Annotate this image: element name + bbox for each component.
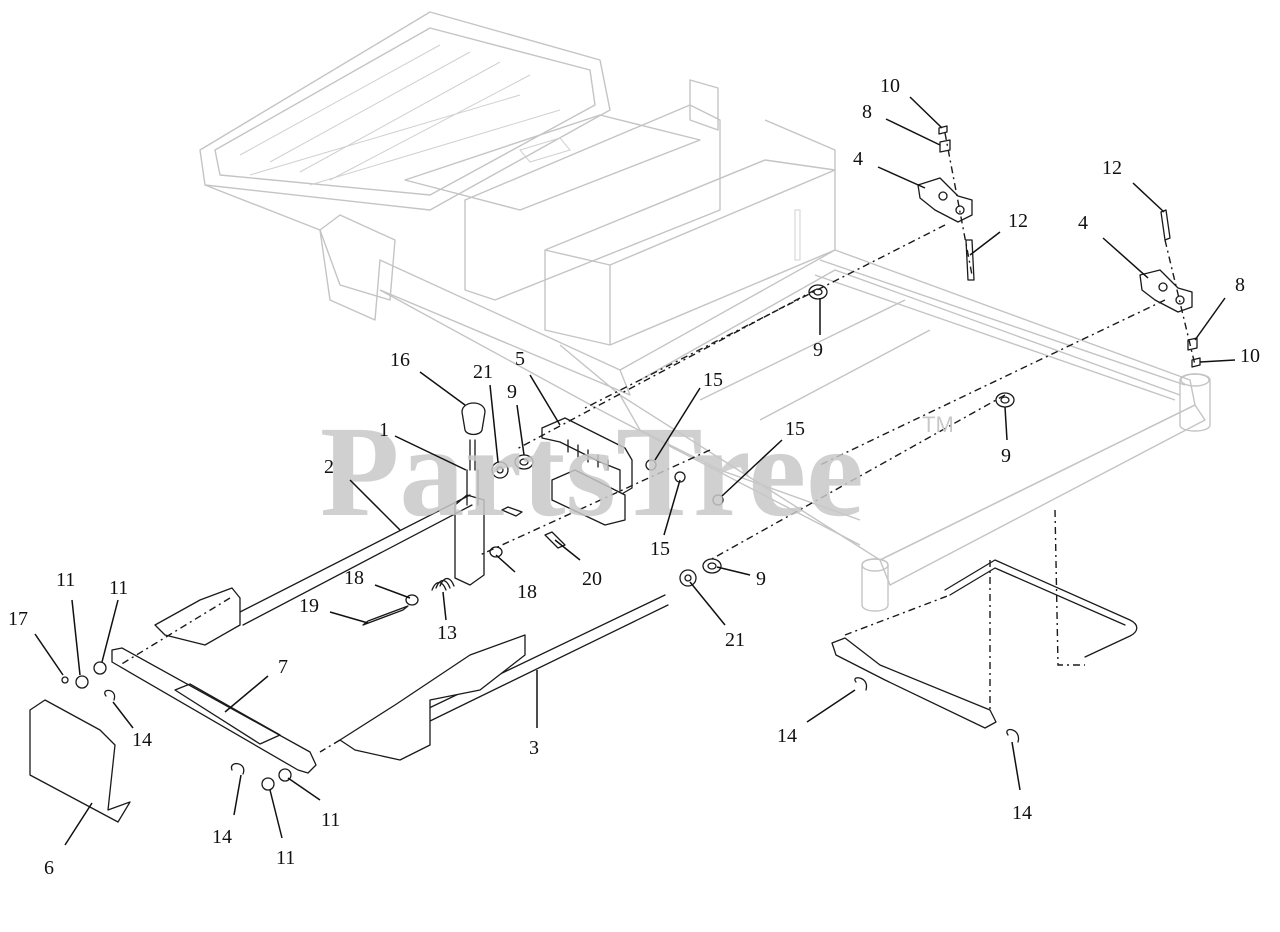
callout-8-right: 8 bbox=[1235, 274, 1245, 296]
callout-9-d: 9 bbox=[756, 568, 766, 590]
callout-11-c: 11 bbox=[321, 809, 340, 831]
callout-4-right: 4 bbox=[1078, 212, 1088, 234]
callout-14-c: 14 bbox=[1012, 802, 1032, 824]
watermark-trademark: TM bbox=[922, 412, 954, 437]
parts-layer bbox=[29, 125, 1201, 823]
assembly-dash-lines bbox=[119, 132, 1196, 753]
callout-9-c: 9 bbox=[507, 381, 517, 403]
callout-15-c: 15 bbox=[650, 538, 670, 560]
callout-14-d: 14 bbox=[212, 826, 232, 848]
callout-16: 16 bbox=[390, 349, 410, 371]
callout-4-upper: 4 bbox=[853, 148, 863, 170]
callout-13: 13 bbox=[437, 622, 457, 644]
callout-12-right: 12 bbox=[1102, 157, 1122, 179]
callout-15-a: 15 bbox=[703, 369, 723, 391]
callout-7: 7 bbox=[278, 656, 288, 678]
tracking-bracket bbox=[339, 634, 526, 761]
callout-1: 1 bbox=[379, 419, 389, 441]
callout-10-right: 10 bbox=[1240, 345, 1260, 367]
callout-19: 19 bbox=[299, 595, 319, 617]
leader-lines bbox=[34, 96, 1236, 846]
callout-11-d: 11 bbox=[276, 847, 295, 869]
callout-labels: 10 8 4 12 12 4 8 10 9 9 16 21 9 5 15 15 … bbox=[8, 75, 1260, 879]
callout-14-b: 14 bbox=[777, 725, 797, 747]
side-cover bbox=[29, 699, 131, 823]
callout-5: 5 bbox=[515, 348, 525, 370]
callout-18-left: 18 bbox=[344, 567, 364, 589]
park-brake-arm bbox=[831, 637, 997, 729]
mower-frame-assembly bbox=[199, 11, 1211, 612]
callout-9-b: 9 bbox=[1001, 445, 1011, 467]
callout-2: 2 bbox=[324, 456, 334, 478]
callout-10-upper: 10 bbox=[880, 75, 900, 97]
pivot-bracket-lower bbox=[1139, 269, 1193, 313]
callout-11-b: 11 bbox=[109, 577, 128, 599]
callout-9-a: 9 bbox=[813, 339, 823, 361]
callout-18-right: 18 bbox=[517, 581, 537, 603]
callout-12-lower: 12 bbox=[1008, 210, 1028, 232]
control-knob bbox=[461, 402, 486, 436]
callout-14-a: 14 bbox=[132, 729, 152, 751]
watermark-text: PartsTree bbox=[320, 400, 864, 544]
callout-11-a: 11 bbox=[56, 569, 75, 591]
callout-8-upper: 8 bbox=[862, 101, 872, 123]
callout-20: 20 bbox=[582, 568, 602, 590]
callout-21-upper: 21 bbox=[473, 361, 493, 383]
callout-15-b: 15 bbox=[785, 418, 805, 440]
callout-6: 6 bbox=[44, 857, 54, 879]
callout-17: 17 bbox=[8, 608, 28, 630]
callout-3: 3 bbox=[529, 737, 539, 759]
callout-21-lower: 21 bbox=[725, 629, 745, 651]
